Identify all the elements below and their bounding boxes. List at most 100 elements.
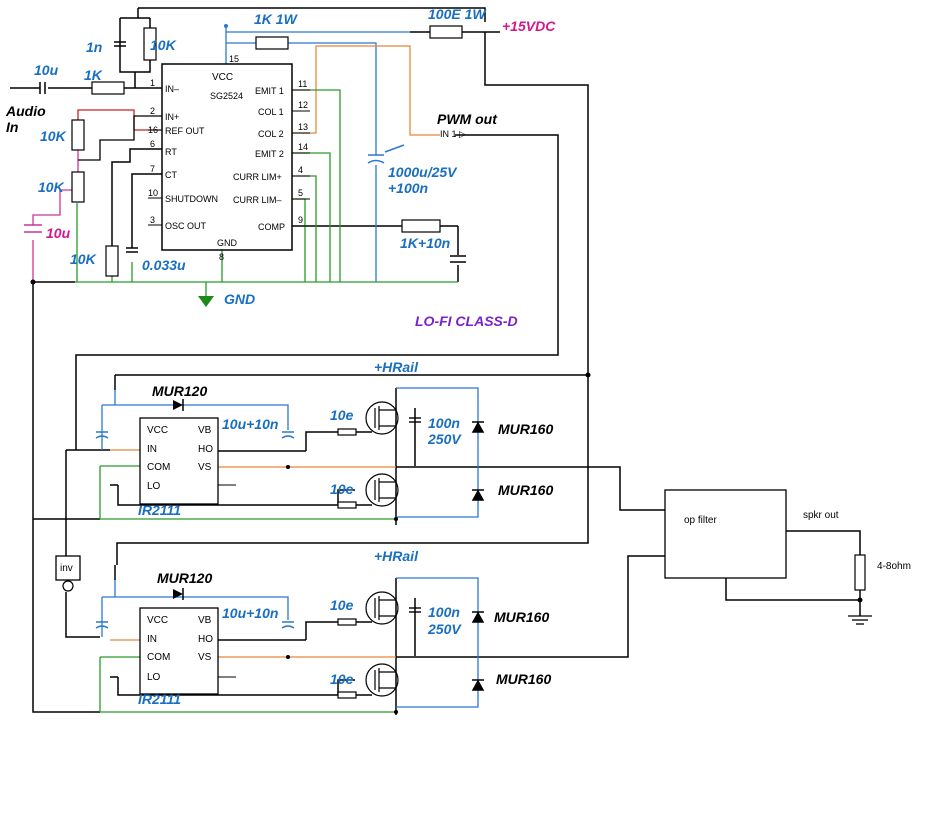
label-10e-3: 10e [330, 597, 354, 613]
ir2-pin-vs: VS [198, 652, 212, 663]
label-hrail-1: +HRail [374, 359, 419, 375]
label-mur160-4: MUR160 [496, 671, 551, 687]
ir2-pin-vb: VB [198, 615, 212, 626]
resistor-1k-comp [401, 219, 441, 233]
label-10k-a: 10K [40, 128, 67, 144]
blue-caps [95, 144, 405, 629]
label-snub-2a: 100n [428, 604, 460, 620]
sg2524-chip [161, 63, 293, 251]
ir2-pin-com: COM [147, 652, 170, 663]
label-1000u: 1000u/25V [388, 164, 458, 180]
pin-5-number: 5 [298, 188, 303, 198]
sg2524-name: SG2524 [210, 91, 243, 101]
inverter-bubble-icon [62, 580, 74, 592]
label-inv: inv [60, 563, 73, 574]
resistor-10e-4 [337, 691, 357, 699]
label-pwm-out: PWM out [437, 111, 498, 127]
pin-14-number: 14 [298, 142, 308, 152]
label-hrail-2: +HRail [374, 548, 419, 564]
label-title: LO-FI CLASS-D [415, 313, 518, 329]
mosfet-low-1 [365, 473, 399, 507]
label-10k-top: 10K [150, 37, 177, 53]
mosfet-low-2 [365, 663, 399, 697]
pin-5-name: CURR LIM– [233, 195, 282, 205]
ir1-pin-vcc: VCC [147, 425, 168, 436]
label-1k-1w: 1K 1W [254, 11, 299, 27]
label-cap-1n: 1n [86, 39, 102, 55]
label-gnd: GND [224, 291, 255, 307]
label-ir2111-2: IR2111 [138, 691, 181, 707]
diode-mur120-2 [173, 588, 184, 600]
resistors [71, 25, 866, 699]
ir2111-driver-1 [139, 417, 219, 505]
pin-12-name: COL 1 [258, 107, 284, 117]
pin-13-number: 13 [298, 122, 308, 132]
label-1k-input: 1K [84, 67, 103, 83]
ir2111-driver-2 [139, 607, 219, 695]
label-mur160-3: MUR160 [494, 609, 549, 625]
label-supply: +15VDC [502, 18, 556, 34]
label-100n: +100n [388, 180, 428, 196]
sg2524-gnd: GND [217, 238, 238, 248]
label-audio: Audio [5, 103, 46, 119]
pin-15-number: 15 [229, 54, 239, 64]
label-snub-1a: 100n [428, 415, 460, 431]
label-snub-1b: 250V [427, 431, 462, 447]
mosfet-high-1 [365, 401, 399, 435]
pin-4-name: CURR LIM+ [233, 172, 282, 182]
diode-mur120-1 [173, 399, 184, 411]
ir2-pin-lo: LO [147, 672, 161, 683]
pin-13-name: COL 2 [258, 129, 284, 139]
label-audio-in: In [6, 119, 18, 135]
label-10e-2: 10e [330, 481, 354, 497]
pin-3-number: 3 [150, 215, 155, 225]
label-10e-4: 10e [330, 671, 354, 687]
label-1k-10n: 1K+10n [400, 235, 450, 251]
mosfet-high-2 [365, 591, 399, 625]
pin-6-name: RT [165, 147, 177, 157]
label-spkr-out: spkr out [803, 510, 839, 521]
label-mur120-1: MUR120 [152, 383, 207, 399]
diodes-mur160 [471, 421, 485, 691]
pin-8-number: 8 [219, 252, 224, 262]
label-0033u: 0.033u [142, 257, 186, 273]
pin-2-number: 2 [150, 106, 155, 116]
label-pwm-pin-tag: IN 1 ▷ [440, 129, 466, 139]
resistor-1k-1w [255, 36, 289, 50]
inverter-block [55, 555, 81, 581]
junction-dots [30, 24, 863, 714]
label-10e-1: 10e [330, 407, 354, 423]
label-10u-magenta: 10u [46, 225, 71, 241]
ir1-pin-vs: VS [198, 462, 212, 473]
resistor-10k-a [71, 119, 85, 151]
snubber-caps [409, 417, 421, 613]
label-10u-input: 10u [34, 62, 59, 78]
resistor-10k-top [143, 27, 157, 61]
label-100e-1w: 100E 1W [428, 6, 487, 22]
ir1-pin-vb: VB [198, 425, 212, 436]
resistor-10k-b [71, 171, 85, 203]
pin-10-name: SHUTDOWN [165, 194, 218, 204]
label-snub-2b: 250V [427, 621, 462, 637]
pin-3-name: OSC OUT [165, 221, 207, 231]
ir2-pin-in: IN [147, 634, 157, 645]
pin-12-number: 12 [298, 100, 308, 110]
pin-2-name: IN+ [165, 112, 179, 122]
orange-wires [110, 45, 440, 658]
pin-16-number: 16 [148, 125, 158, 135]
ir2-pin-vcc: VCC [147, 615, 168, 626]
resistor-load [854, 554, 866, 591]
ir1-pin-in: IN [147, 444, 157, 455]
sg2524-vcc: VCC [212, 72, 233, 83]
resistor-1k-input [91, 81, 125, 95]
blue-wires [101, 28, 479, 708]
mosfets [365, 401, 399, 697]
pin-11-name: EMIT 1 [255, 86, 284, 96]
pin-7-name: CT [165, 170, 177, 180]
label-mur160-2: MUR160 [498, 482, 553, 498]
label-boot-2: 10u+10n [222, 605, 278, 621]
label-ir2111-1: IR2111 [138, 502, 181, 518]
pin-11-number: 11 [298, 79, 307, 89]
ir1-pin-lo: LO [147, 481, 161, 492]
